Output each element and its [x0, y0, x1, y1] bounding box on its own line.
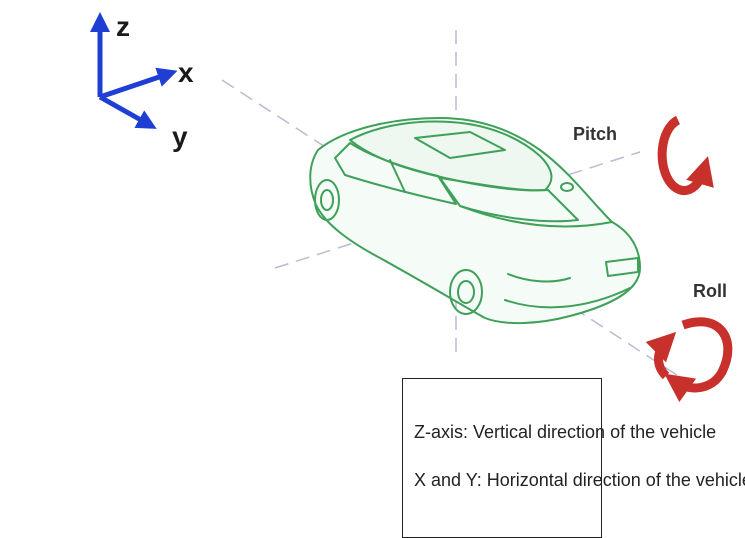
sunroof — [414, 131, 506, 159]
car-illustration — [309, 117, 641, 325]
x-axis-arrow — [99, 67, 178, 100]
hood-line — [459, 205, 613, 228]
side-mirror — [560, 182, 574, 192]
coordinate-frame: z x y — [90, 11, 194, 152]
z-axis-label: z — [116, 11, 130, 42]
legend-box — [402, 378, 602, 538]
y-axis-label: y — [172, 121, 188, 152]
windshield — [439, 177, 579, 223]
front-wheel — [449, 269, 483, 315]
side-windows — [334, 142, 457, 205]
rear-wheel-hub — [320, 189, 334, 211]
legend-xy-axes-text: X and Y: Horizontal direction of the veh… — [414, 470, 745, 490]
roll-rotation: Roll — [645, 281, 733, 403]
x-axis-label: x — [178, 57, 194, 88]
pitch-rotation: Pitch — [573, 115, 714, 196]
roll-rotation-arrow-lower — [645, 331, 677, 380]
front-grille — [507, 273, 571, 283]
longitudinal-reference-axis — [221, 79, 701, 391]
pitch-label: Pitch — [573, 124, 617, 144]
bumper — [504, 287, 631, 309]
rear-wheel — [314, 179, 340, 221]
headlight — [605, 257, 639, 277]
legend-z-axis-text: Z-axis: Vertical direction of the vehicl… — [414, 422, 717, 442]
pitch-rotation-arrow — [657, 115, 714, 196]
lateral-reference-axis — [274, 151, 641, 269]
roll-rotation-arrow — [664, 317, 733, 403]
door-pillar — [389, 159, 406, 193]
front-wheel-hub — [457, 280, 475, 304]
roll-label: Roll — [693, 281, 727, 301]
y-axis-arrow — [98, 94, 157, 129]
